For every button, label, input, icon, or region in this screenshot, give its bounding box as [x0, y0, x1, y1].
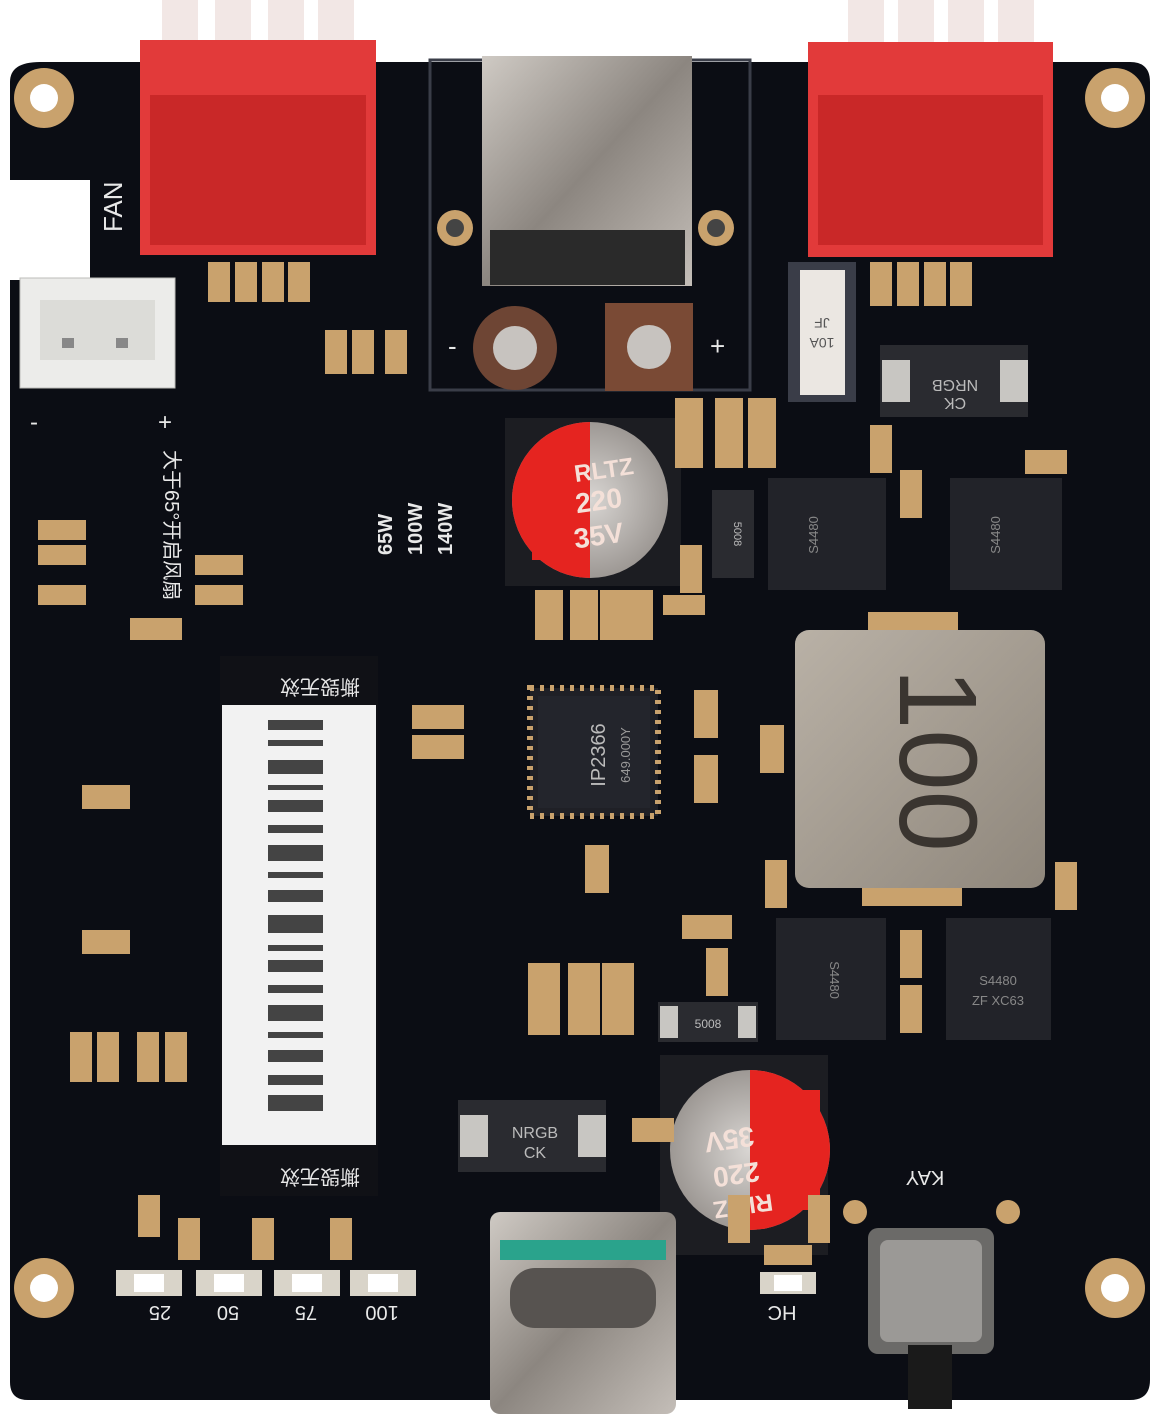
inductor: 100 — [795, 612, 1045, 906]
svg-text:NRGB: NRGB — [512, 1125, 558, 1142]
fan-connector — [19, 277, 176, 389]
svg-text:IP2366: IP2366 — [588, 723, 610, 786]
svg-text:CK: CK — [944, 394, 967, 411]
ic-ip2366: IP2366 649.000Y — [527, 685, 661, 819]
usb-c-port — [490, 1212, 676, 1414]
svg-text:220: 220 — [711, 1156, 762, 1193]
svg-text:ZF XC63: ZF XC63 — [972, 993, 1024, 1008]
svg-text:S4480: S4480 — [979, 973, 1017, 988]
silkscreen: FAN - + - + 大于65°开启风扇 65W 100W 140W 撕毁无效… — [30, 181, 944, 1323]
dc-minus: - — [448, 331, 457, 361]
warranty-bottom: 撕毁无效 — [280, 1165, 360, 1188]
dc-plus: + — [710, 331, 725, 361]
led-25: 25 — [149, 1301, 171, 1323]
red-connector-left — [140, 0, 376, 255]
fan-minus: - — [30, 409, 38, 436]
mounting-holes — [14, 68, 1145, 1318]
mosfet-4: S4480 ZF XC63 — [946, 918, 1051, 1040]
key-button — [843, 1200, 1020, 1409]
led-50: 50 — [217, 1301, 239, 1323]
fan-label: FAN — [98, 181, 128, 232]
power-140w: 140W — [435, 503, 457, 555]
svg-text:5008: 5008 — [731, 522, 743, 546]
resistor-5008: 5008 — [658, 1002, 758, 1042]
kay-label: KAY — [906, 1166, 945, 1188]
svg-text:S4480: S4480 — [827, 961, 842, 999]
dc-jack — [428, 56, 752, 392]
fan-plus: + — [158, 409, 172, 436]
warranty-top: 撕毁无效 — [280, 675, 360, 698]
svg-text:35V: 35V — [702, 1121, 756, 1159]
led-100: 100 — [365, 1301, 398, 1323]
svg-text:649.000Y: 649.000Y — [618, 727, 633, 783]
power-65w: 65W — [375, 514, 397, 555]
red-connector-right — [808, 0, 1053, 257]
svg-text:NRGB: NRGB — [932, 376, 978, 393]
warranty-sticker — [220, 656, 378, 1196]
led-75: 75 — [295, 1301, 317, 1323]
resistor-5008-top: 5008 — [712, 490, 754, 578]
capacitor-bottom: 35V 220 RLTZ — [660, 1055, 830, 1255]
svg-text:JF: JF — [814, 315, 830, 331]
hc-label: HC — [768, 1301, 797, 1323]
fuse: JF 10A — [788, 262, 856, 402]
mosfet-2: S4480 — [950, 478, 1062, 590]
diode-bottom: NRGB CK — [458, 1100, 606, 1172]
led-indicators — [116, 1270, 816, 1296]
mosfet-3: S4480 — [776, 918, 886, 1040]
diode-top: NRGB CK — [880, 345, 1028, 417]
svg-text:CK: CK — [524, 1145, 547, 1162]
capacitor-top: RLTZ 220 35V — [505, 418, 681, 586]
mosfet-1: S4480 — [768, 478, 886, 590]
svg-text:10A: 10A — [809, 335, 835, 351]
svg-text:35V: 35V — [572, 517, 626, 555]
temp-note: 大于65°开启风扇 — [160, 450, 183, 600]
svg-text:S4480: S4480 — [806, 516, 821, 554]
svg-text:5008: 5008 — [695, 1017, 722, 1031]
smd-components — [38, 262, 1077, 1265]
svg-text:100: 100 — [876, 668, 999, 852]
power-100w: 100W — [405, 503, 427, 555]
svg-text:220: 220 — [573, 482, 624, 519]
svg-text:S4480: S4480 — [988, 516, 1003, 554]
